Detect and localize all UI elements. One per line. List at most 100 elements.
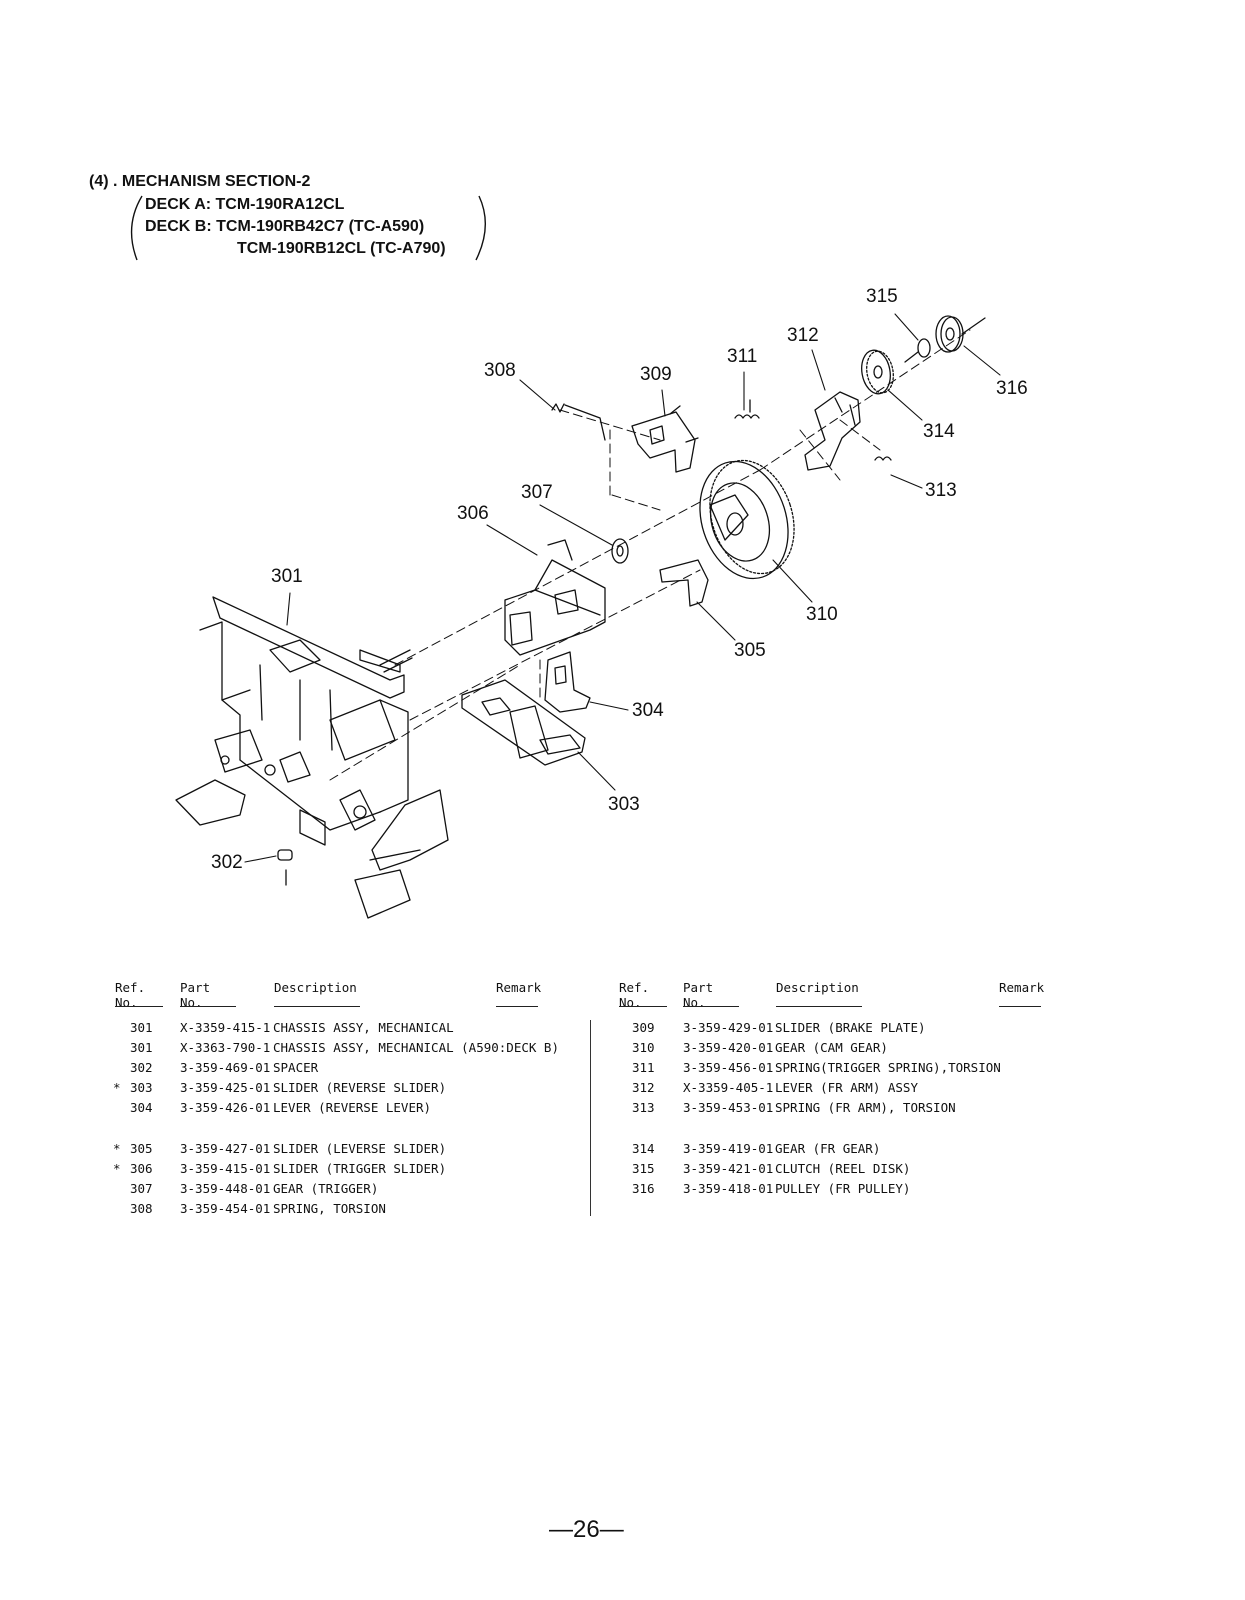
ref-no: 310 bbox=[632, 1040, 655, 1055]
star-mark: * bbox=[113, 1080, 121, 1095]
callout-304: 304 bbox=[632, 700, 664, 721]
callout-313: 313 bbox=[925, 480, 957, 501]
part-no: 3-359-427-01 bbox=[180, 1141, 271, 1156]
slider-part-305 bbox=[659, 559, 709, 607]
leader-lines bbox=[244, 313, 1001, 863]
part-no: 3-359-420-01 bbox=[683, 1040, 774, 1055]
deck-b-model-alt: TCM-190RB12CL (TC-A790) bbox=[237, 240, 446, 257]
callout-315: 315 bbox=[866, 286, 898, 307]
deck-b-model: DECK B: TCM-190RB42C7 (TC-A590) bbox=[145, 218, 425, 235]
part-no: X-3363-790-1 bbox=[180, 1040, 271, 1055]
ref-no: 302 bbox=[130, 1060, 153, 1075]
callout-303: 303 bbox=[608, 794, 640, 815]
description: GEAR (TRIGGER) bbox=[273, 1181, 379, 1196]
col-desc-header: Description bbox=[776, 980, 859, 995]
description: SPRING(TRIGGER SPRING),TORSION bbox=[775, 1060, 1001, 1075]
callout-305: 305 bbox=[734, 640, 766, 661]
description: PULLEY (FR PULLEY) bbox=[775, 1181, 911, 1196]
exploded-view-diagram bbox=[175, 313, 1001, 919]
part-no: X-3359-415-1 bbox=[180, 1020, 271, 1035]
header-rule bbox=[683, 1006, 739, 1007]
ref-no: 304 bbox=[130, 1100, 153, 1115]
ref-no: 305 bbox=[130, 1141, 153, 1156]
header-rule bbox=[776, 1006, 862, 1007]
description: LEVER (REVERSE LEVER) bbox=[273, 1100, 432, 1115]
description: CHASSIS ASSY, MECHANICAL (A590:DECK B) bbox=[273, 1040, 559, 1055]
header-rule bbox=[999, 1006, 1041, 1007]
slider-part-303 bbox=[461, 679, 586, 766]
part-no: 3-359-456-01 bbox=[683, 1060, 774, 1075]
callout-314: 314 bbox=[923, 421, 955, 442]
part-no: 3-359-421-01 bbox=[683, 1161, 774, 1176]
clutch-part-315 bbox=[904, 338, 931, 363]
callout-302: 302 bbox=[211, 852, 243, 873]
col-remark-header: Remark bbox=[999, 980, 1045, 995]
part-no: 3-359-453-01 bbox=[683, 1100, 774, 1115]
part-no: 3-359-426-01 bbox=[180, 1100, 271, 1115]
callout-309: 309 bbox=[640, 364, 672, 385]
spacer-part-302 bbox=[277, 849, 293, 886]
callout-310: 310 bbox=[806, 604, 838, 625]
spring-part-308 bbox=[551, 403, 606, 441]
page-number: —26— bbox=[549, 1516, 624, 1543]
part-no: 3-359-448-01 bbox=[180, 1181, 271, 1196]
part-no: 3-359-429-01 bbox=[683, 1020, 774, 1035]
part-no: 3-359-419-01 bbox=[683, 1141, 774, 1156]
part-no: 3-359-418-01 bbox=[683, 1181, 774, 1196]
callout-312: 312 bbox=[787, 325, 819, 346]
ref-no: 312 bbox=[632, 1080, 655, 1095]
part-no: 3-359-425-01 bbox=[180, 1080, 271, 1095]
header-rule bbox=[115, 1006, 163, 1007]
description: SLIDER (TRIGGER SLIDER) bbox=[273, 1161, 447, 1176]
description: LEVER (FR ARM) ASSY bbox=[775, 1080, 918, 1095]
header-rule bbox=[180, 1006, 236, 1007]
description: CHASSIS ASSY, MECHANICAL bbox=[273, 1020, 454, 1035]
slider-part-306 bbox=[504, 539, 606, 656]
ref-no: 303 bbox=[130, 1080, 153, 1095]
header-brackets bbox=[130, 195, 487, 261]
callout-308: 308 bbox=[484, 360, 516, 381]
ref-no: 315 bbox=[632, 1161, 655, 1176]
description: SPRING (FR ARM), TORSION bbox=[775, 1100, 956, 1115]
ref-no: 311 bbox=[632, 1060, 655, 1075]
ref-no: 301 bbox=[130, 1020, 153, 1035]
slider-part-309 bbox=[631, 405, 699, 473]
chassis-part-301 bbox=[175, 596, 449, 919]
section-title: (4) . MECHANISM SECTION-2 bbox=[89, 173, 311, 190]
description: SPACER bbox=[273, 1060, 319, 1075]
description: SLIDER (LEVERSE SLIDER) bbox=[273, 1141, 447, 1156]
callout-311: 311 bbox=[727, 346, 758, 367]
pulley-part-316 bbox=[935, 315, 986, 353]
ref-no: 301 bbox=[130, 1040, 153, 1055]
callout-316: 316 bbox=[996, 378, 1028, 399]
callout-301: 301 bbox=[271, 566, 303, 587]
star-mark: * bbox=[113, 1141, 121, 1156]
part-no: 3-359-469-01 bbox=[180, 1060, 271, 1075]
header-rule bbox=[619, 1006, 667, 1007]
description: SPRING, TORSION bbox=[273, 1201, 386, 1216]
spring-part-313 bbox=[874, 456, 892, 461]
ref-no: 314 bbox=[632, 1141, 655, 1156]
ref-no: 307 bbox=[130, 1181, 153, 1196]
ref-no: 316 bbox=[632, 1181, 655, 1196]
description: SLIDER (BRAKE PLATE) bbox=[775, 1020, 926, 1035]
description: SLIDER (REVERSE SLIDER) bbox=[273, 1080, 447, 1095]
lever-part-312 bbox=[804, 391, 861, 471]
assembly-lines bbox=[329, 329, 971, 781]
description: GEAR (FR GEAR) bbox=[775, 1141, 881, 1156]
lever-part-304 bbox=[544, 651, 591, 713]
callout-306: 306 bbox=[457, 503, 489, 524]
header-rule bbox=[496, 1006, 538, 1007]
part-no: X-3359-405-1 bbox=[683, 1080, 774, 1095]
col-desc-header: Description bbox=[274, 980, 357, 995]
gear-part-307 bbox=[611, 538, 629, 564]
star-mark: * bbox=[113, 1161, 121, 1176]
col-remark-header: Remark bbox=[496, 980, 542, 995]
spring-part-311 bbox=[734, 399, 760, 419]
column-divider bbox=[590, 1020, 591, 1216]
ref-no: 306 bbox=[130, 1161, 153, 1176]
description: GEAR (CAM GEAR) bbox=[775, 1040, 888, 1055]
fr-gear-part-314 bbox=[861, 349, 894, 395]
part-no: 3-359-415-01 bbox=[180, 1161, 271, 1176]
